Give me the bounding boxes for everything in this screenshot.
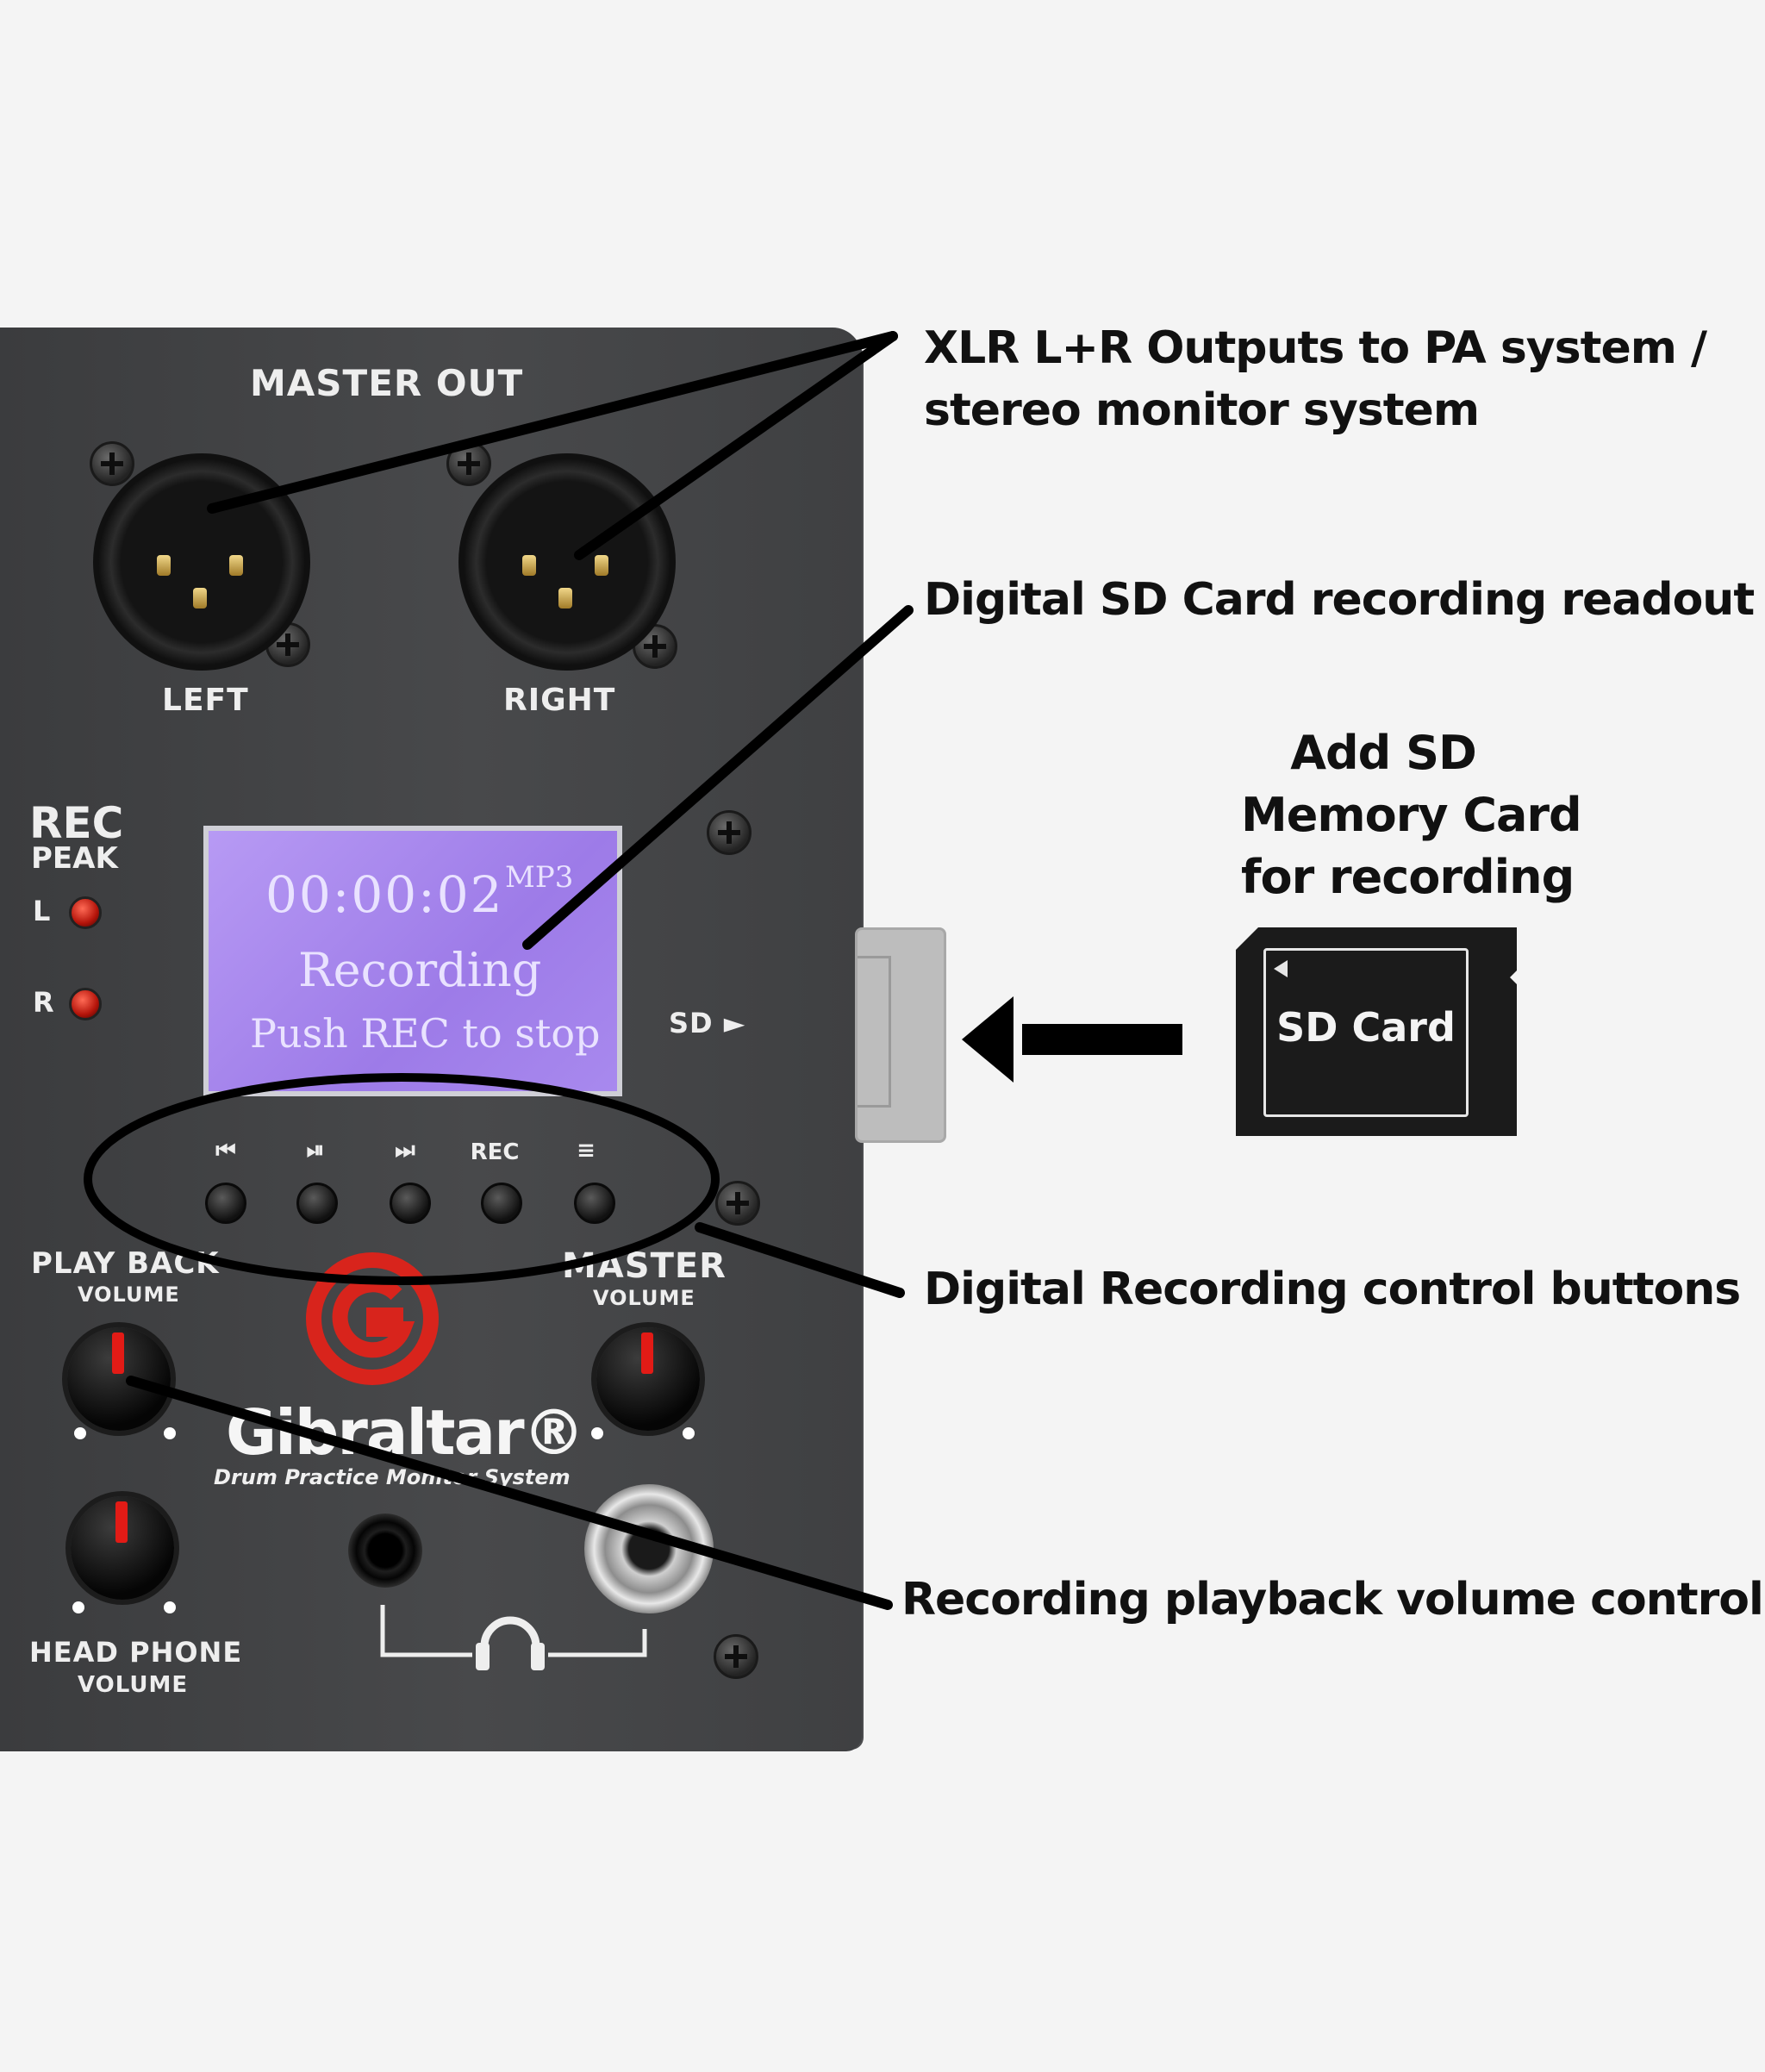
brand-tagline: Drum Practice Monitor System bbox=[214, 1465, 571, 1489]
screw bbox=[714, 1634, 758, 1679]
knob-indicator bbox=[112, 1332, 124, 1374]
knob-scale-dot bbox=[72, 1601, 84, 1613]
screw bbox=[715, 1181, 760, 1226]
headphone-label: HEAD PHONE bbox=[29, 1636, 243, 1669]
headphone-jack-quarter-inch[interactable] bbox=[584, 1484, 714, 1613]
add-sd-line1: Add SD bbox=[1290, 726, 1477, 780]
knob-scale-dot bbox=[683, 1427, 695, 1439]
prev-track-button[interactable] bbox=[205, 1183, 246, 1224]
xlr-output-right[interactable] bbox=[458, 453, 676, 671]
led-l-label: L bbox=[33, 895, 52, 927]
xlr-output-left[interactable] bbox=[93, 453, 310, 671]
next-track-button[interactable] bbox=[390, 1183, 431, 1224]
play-pause-button[interactable] bbox=[296, 1183, 338, 1224]
xlr-pin bbox=[558, 588, 572, 608]
right-label: RIGHT bbox=[503, 683, 616, 718]
control-buttons-callout: Digital Recording control buttons bbox=[924, 1264, 1741, 1315]
left-label: LEFT bbox=[162, 683, 249, 718]
menu-button[interactable] bbox=[574, 1183, 615, 1224]
knob-scale-dot bbox=[74, 1427, 86, 1439]
master-volume-label: VOLUME bbox=[593, 1286, 695, 1310]
playback-label: PLAY BACK bbox=[31, 1246, 220, 1281]
knob-indicator bbox=[641, 1332, 653, 1374]
sd-card-insert-triangle-icon bbox=[1274, 960, 1288, 977]
headphone-jack-mini[interactable] bbox=[348, 1513, 422, 1588]
sd-card-label-frame bbox=[1263, 948, 1469, 1117]
add-sd-line3: for recording bbox=[1241, 850, 1575, 904]
play-pause-icon: ⏯ bbox=[306, 1138, 325, 1164]
knob-scale-dot bbox=[164, 1601, 176, 1613]
lcd-format: MP3 bbox=[505, 860, 574, 895]
lcd-hint: Push REC to stop bbox=[250, 1010, 601, 1057]
xlr-pin bbox=[522, 555, 536, 576]
rec-button-label: REC bbox=[470, 1139, 520, 1165]
next-track-icon: ⏭ bbox=[395, 1138, 415, 1164]
xlr-outputs-callout: XLR L+R Outputs to PA system / stereo mo… bbox=[924, 317, 1707, 441]
sd-slot-label: SD ► bbox=[669, 1007, 746, 1039]
led-r-label: R bbox=[33, 986, 55, 1019]
headphone-volume-label: VOLUME bbox=[78, 1672, 189, 1698]
lcd-time: 00:00:02 bbox=[265, 865, 504, 924]
rec-label: REC bbox=[29, 798, 124, 848]
master-volume-knob[interactable] bbox=[596, 1327, 700, 1431]
playback-volume-knob[interactable] bbox=[67, 1327, 171, 1431]
sd-card-label: SD Card bbox=[1276, 1004, 1456, 1051]
playback-volume-label: VOLUME bbox=[78, 1283, 180, 1307]
lcd-display: 00:00:02 MP3 Recording Push REC to stop bbox=[203, 826, 622, 1096]
xlr-callout-line1: XLR L+R Outputs to PA system / bbox=[924, 322, 1707, 374]
rec-peak-led-left bbox=[69, 896, 102, 929]
master-out-label: MASTER OUT bbox=[250, 362, 524, 404]
knob-scale-dot bbox=[591, 1427, 603, 1439]
xlr-pin bbox=[595, 555, 608, 576]
headphone-volume-knob[interactable] bbox=[71, 1496, 174, 1600]
screw bbox=[707, 810, 752, 855]
screw bbox=[446, 441, 491, 486]
master-label: MASTER bbox=[562, 1246, 727, 1286]
xlr-pin bbox=[157, 555, 171, 576]
xlr-pin bbox=[193, 588, 207, 608]
rec-button[interactable] bbox=[481, 1183, 522, 1224]
rec-peak-led-right bbox=[69, 988, 102, 1020]
sd-readout-callout: Digital SD Card recording readout bbox=[924, 574, 1755, 626]
add-sd-callout: Add SD Memory Card for recording bbox=[1241, 722, 1582, 908]
screw bbox=[90, 441, 134, 486]
prev-track-icon: ⏮ bbox=[215, 1138, 236, 1164]
lcd-status: Recording bbox=[298, 943, 542, 997]
peak-label: PEAK bbox=[31, 841, 118, 876]
gibraltar-g-logo bbox=[306, 1252, 439, 1385]
sd-card-slot[interactable] bbox=[855, 927, 946, 1143]
xlr-callout-line2: stereo monitor system bbox=[924, 384, 1480, 436]
add-sd-line2: Memory Card bbox=[1241, 788, 1582, 842]
brand-name: Gibraltar® bbox=[226, 1396, 585, 1469]
knob-indicator bbox=[115, 1501, 128, 1543]
xlr-pin bbox=[229, 555, 243, 576]
menu-icon: ≡ bbox=[577, 1138, 596, 1164]
playback-volume-callout: Recording playback volume control bbox=[901, 1574, 1764, 1626]
knob-scale-dot bbox=[164, 1427, 176, 1439]
